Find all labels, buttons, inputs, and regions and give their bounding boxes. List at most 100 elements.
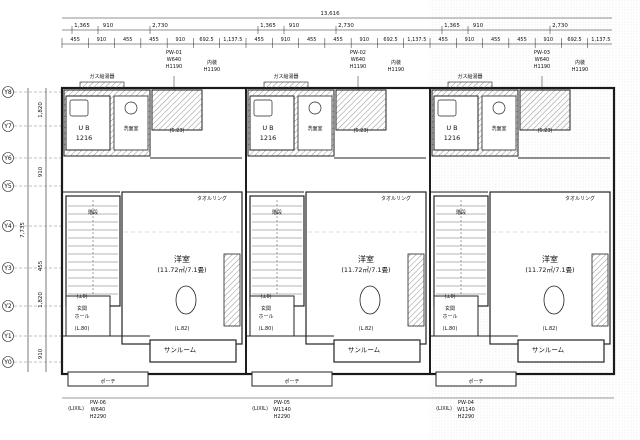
sink-fixture	[124, 101, 138, 115]
gas-meter-label: ガス給湯器	[89, 73, 114, 80]
level-mark: (±0)	[260, 294, 271, 300]
gas-meter-label: ガス給湯器	[457, 73, 482, 80]
sub-dimension: 455	[307, 37, 317, 43]
maker-mark: (LIXIL)	[252, 406, 268, 412]
gas-meter-box	[447, 81, 493, 89]
stair-label: 階段	[456, 209, 466, 216]
row-marker-circle	[2, 180, 14, 192]
window-spec-top: H1190	[534, 64, 550, 70]
row-marker-label: Y7	[3, 123, 12, 130]
bathtub	[69, 99, 89, 117]
level-mark-3: (L.82)	[175, 326, 190, 332]
sunroom-label: サンルーム	[348, 346, 381, 354]
window-spec-bottom: H2290	[458, 414, 474, 420]
left-dimension: 910	[38, 348, 44, 359]
apartment-unit: U B1216洗面室(5.23)ガス給湯器PW-01W640H1190内装H11…	[61, 50, 247, 420]
sub-dimension: 455	[254, 37, 264, 43]
window-spec-top: W640	[351, 57, 366, 63]
gas-meter-box	[263, 81, 309, 89]
window-spec-top: H1190	[166, 64, 182, 70]
sunroom	[333, 339, 421, 363]
towel-ring-label: タオルリング	[197, 195, 227, 202]
window-spec-bottom: W1140	[457, 407, 475, 413]
porch-label: ポーチ	[284, 378, 299, 385]
entry-label: 玄関	[445, 305, 455, 312]
row-marker-circle	[2, 152, 14, 164]
row-marker-circle	[2, 300, 14, 312]
sub-dimension: 1,137.5	[223, 37, 242, 43]
window-spec-top: W640	[535, 57, 550, 63]
stair-well	[249, 195, 305, 307]
row-marker-label: Y8	[3, 89, 12, 96]
sunroom	[149, 339, 237, 363]
sub-dimension: 910	[360, 37, 370, 43]
row-marker-circle	[2, 120, 14, 132]
wash-room-label: 洗面室	[307, 125, 322, 132]
stair-label: 階段	[88, 209, 98, 216]
top-dimension: 2,730	[552, 23, 568, 29]
kitchen-label: (5.23)	[169, 128, 184, 134]
window-spec-top-2: H1190	[204, 67, 220, 73]
sub-dimension: 1,137.5	[591, 37, 610, 43]
entry-label: 玄関	[77, 305, 87, 312]
sub-dimension: 455	[438, 37, 448, 43]
sunroom-label: サンルーム	[164, 346, 197, 354]
sub-dimension: 455	[70, 37, 80, 43]
top-dimension: 1,365	[444, 23, 460, 29]
row-marker-circle	[2, 220, 14, 232]
entry	[433, 295, 479, 337]
porch-label: ポーチ	[100, 378, 115, 385]
gas-meter-label: ガス給湯器	[273, 73, 298, 80]
sub-dimension: 692.5	[383, 37, 397, 43]
wash-room-label: 洗面室	[491, 125, 506, 132]
gas-meter-box	[79, 81, 125, 89]
closet	[591, 253, 609, 327]
closet	[223, 253, 241, 327]
window-spec-top: PW-01	[166, 50, 182, 56]
hall-label: ホール	[74, 314, 89, 320]
sunroom-label: サンルーム	[532, 346, 565, 354]
wash-room	[113, 95, 149, 151]
sink-fixture	[492, 101, 506, 115]
level-mark-2: (L.80)	[443, 326, 458, 332]
towel-ring-label: タオルリング	[565, 195, 595, 202]
ub-label: U B	[446, 124, 457, 132]
toilet-fixture	[543, 285, 565, 315]
bed-room-area: (11.72㎡/7.1畳)	[525, 265, 574, 274]
apartment-unit: U B1216洗面室(5.23)ガス給湯器PW-03W640H1190内装H11…	[429, 50, 615, 420]
bed-room	[121, 191, 243, 345]
hall-label: ホール	[258, 314, 273, 320]
porch	[67, 371, 149, 387]
window-spec-top: PW-03	[534, 50, 550, 56]
toilet-fixture	[359, 285, 381, 315]
kitchen-label: (5.23)	[353, 128, 368, 134]
entry	[65, 295, 111, 337]
left-dimension: 1,820	[38, 102, 44, 118]
top-dimension: 1,365	[74, 23, 90, 29]
entry	[249, 295, 295, 337]
bed-room-area: (11.72㎡/7.1畳)	[157, 265, 206, 274]
level-mark: (±0)	[444, 294, 455, 300]
window-spec-bottom: H2290	[90, 414, 106, 420]
toilet-fixture	[175, 285, 197, 315]
top-dimension: 2,730	[152, 23, 168, 29]
window-spec-bottom: PW-04	[458, 400, 474, 406]
bathtub	[253, 99, 273, 117]
level-mark-3: (L.82)	[543, 326, 558, 332]
sub-dimension: 455	[491, 37, 501, 43]
top-dimension: 1,365	[260, 23, 276, 29]
wash-room	[297, 95, 333, 151]
sub-dimension: 692.5	[567, 37, 581, 43]
window-spec-top: PW-02	[350, 50, 366, 56]
window-spec-top-2: H1190	[388, 67, 404, 73]
stair-label: 階段	[272, 209, 282, 216]
row-marker-circle	[2, 86, 14, 98]
sub-dimension: 1,137.5	[407, 37, 426, 43]
level-mark-2: (L.80)	[75, 326, 90, 332]
wash-room	[481, 95, 517, 151]
ub-size-label: 1216	[444, 134, 461, 142]
window-spec-top-2: H1190	[572, 67, 588, 73]
row-marker-label: Y3	[3, 265, 12, 272]
